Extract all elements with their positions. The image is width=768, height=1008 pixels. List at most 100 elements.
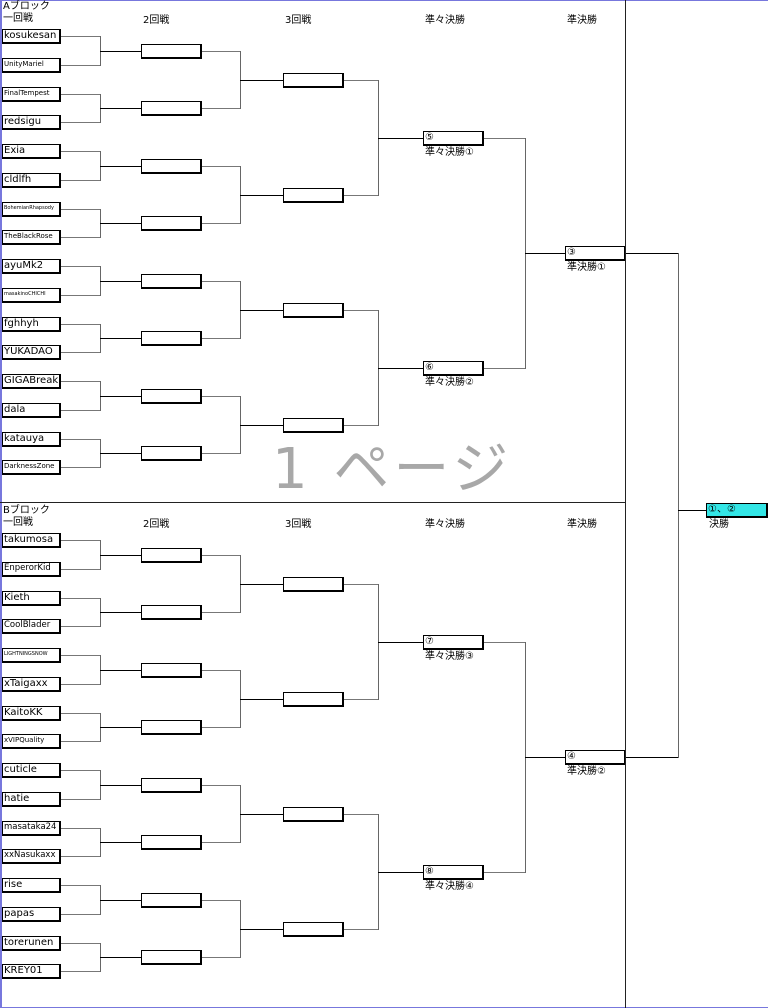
- round2-match-box[interactable]: [141, 101, 202, 116]
- round2-match-box[interactable]: [141, 720, 202, 735]
- connector-line: [202, 108, 241, 109]
- connector-line: [240, 310, 284, 311]
- connector-line: [61, 856, 101, 857]
- round2-match-box[interactable]: [141, 44, 202, 59]
- player-box[interactable]: Exia: [2, 144, 61, 159]
- connector-line: [100, 670, 142, 671]
- player-box[interactable]: BohemianRhapsody: [2, 202, 61, 217]
- connector-line: [61, 180, 101, 181]
- connector-line: [100, 223, 142, 224]
- connector-line: [100, 957, 142, 958]
- final-box[interactable]: ①、②: [706, 503, 768, 518]
- round3-match-box[interactable]: [283, 577, 344, 592]
- quarterfinal-box[interactable]: ⑤: [423, 131, 484, 146]
- player-box[interactable]: DarknessZone: [2, 460, 61, 475]
- player-box[interactable]: kosukesan: [2, 29, 61, 44]
- round3-match-box[interactable]: [283, 922, 344, 937]
- connector-line: [240, 814, 284, 815]
- round2-match-box[interactable]: [141, 548, 202, 563]
- connector-line: [100, 51, 142, 52]
- player-box[interactable]: GIGABreak: [2, 374, 61, 389]
- player-box[interactable]: hatie: [2, 792, 61, 807]
- quarterfinal-box[interactable]: ⑧: [423, 865, 484, 880]
- round3-match-box[interactable]: [283, 188, 344, 203]
- player-box[interactable]: EnperorKid: [2, 562, 61, 577]
- connector-line: [100, 727, 142, 728]
- player-box[interactable]: TheBlackRose: [2, 230, 61, 245]
- player-box[interactable]: cldlfh: [2, 173, 61, 188]
- round2-match-box[interactable]: [141, 274, 202, 289]
- round2-match-box[interactable]: [141, 159, 202, 174]
- connector-line: [344, 814, 379, 815]
- connector-line: [61, 266, 101, 267]
- round-header-5: 準決勝: [567, 519, 597, 530]
- player-box[interactable]: masataka24: [2, 821, 61, 836]
- player-box[interactable]: YUKADAO: [2, 345, 61, 360]
- player-box[interactable]: dala: [2, 403, 61, 418]
- round2-match-box[interactable]: [141, 331, 202, 346]
- semifinal-box[interactable]: ③: [565, 246, 626, 261]
- block-title: Bブロック: [3, 505, 50, 516]
- player-box[interactable]: takumosa: [2, 533, 61, 548]
- round2-match-box[interactable]: [141, 950, 202, 965]
- connector-line: [100, 612, 142, 613]
- round3-match-box[interactable]: [283, 807, 344, 822]
- round2-match-box[interactable]: [141, 216, 202, 231]
- round3-match-box[interactable]: [283, 303, 344, 318]
- quarterfinal-box[interactable]: ⑥: [423, 361, 484, 376]
- round2-match-box[interactable]: [141, 835, 202, 850]
- player-box[interactable]: fghhyh: [2, 317, 61, 332]
- connector-line: [61, 540, 101, 541]
- player-box[interactable]: katauya: [2, 432, 61, 447]
- connector-line: [240, 929, 284, 930]
- quarterfinal-box[interactable]: ⑦: [423, 635, 484, 650]
- player-box[interactable]: papas: [2, 907, 61, 922]
- connector-line: [61, 598, 101, 599]
- connector-line: [61, 626, 101, 627]
- connector-line: [240, 699, 284, 700]
- player-box[interactable]: rise: [2, 878, 61, 893]
- round2-match-box[interactable]: [141, 605, 202, 620]
- connector-line: [202, 670, 241, 671]
- connector-line: [484, 138, 526, 139]
- connector-line: [61, 295, 101, 296]
- player-box[interactable]: KREY01: [2, 964, 61, 979]
- connector-line: [344, 584, 379, 585]
- connector-line: [202, 785, 241, 786]
- round3-match-box[interactable]: [283, 73, 344, 88]
- player-box[interactable]: CoolBlader: [2, 619, 61, 634]
- connector-line: [100, 166, 142, 167]
- round-header-4: 準々決勝: [425, 15, 465, 26]
- player-box[interactable]: ayuMk2: [2, 259, 61, 274]
- connector-line: [61, 324, 101, 325]
- connector-line: [678, 253, 679, 758]
- player-box[interactable]: UnityMariel: [2, 58, 61, 73]
- player-box[interactable]: xVIPQuality: [2, 734, 61, 749]
- player-box[interactable]: FinalTempest: [2, 87, 61, 102]
- player-box[interactable]: masakinoCHICHI: [2, 288, 61, 303]
- player-box[interactable]: KaitoKK: [2, 706, 61, 721]
- player-box[interactable]: xTaigaxx: [2, 677, 61, 692]
- player-box[interactable]: cuticle: [2, 763, 61, 778]
- player-box[interactable]: redsigu: [2, 115, 61, 130]
- player-box[interactable]: LIGHTNINGSNOW: [2, 648, 61, 663]
- round2-match-box[interactable]: [141, 778, 202, 793]
- player-box[interactable]: xxNasukaxx: [2, 849, 61, 864]
- player-box[interactable]: Kieth: [2, 591, 61, 606]
- round2-match-box[interactable]: [141, 893, 202, 908]
- round2-match-box[interactable]: [141, 389, 202, 404]
- semifinal-box[interactable]: ④: [565, 750, 626, 765]
- connector-line: [61, 914, 101, 915]
- connector-line: [525, 253, 566, 254]
- round3-match-box[interactable]: [283, 418, 344, 433]
- round3-match-box[interactable]: [283, 692, 344, 707]
- quarterfinal-label: 準々決勝④: [425, 881, 474, 892]
- quarterfinal-label: 準々決勝②: [425, 377, 474, 388]
- connector-line: [525, 757, 566, 758]
- connector-line: [378, 872, 424, 873]
- round2-match-box[interactable]: [141, 663, 202, 678]
- round2-match-box[interactable]: [141, 446, 202, 461]
- round-header-2: 2回戦: [143, 519, 170, 530]
- player-box[interactable]: torerunen: [2, 936, 61, 951]
- connector-line: [61, 122, 101, 123]
